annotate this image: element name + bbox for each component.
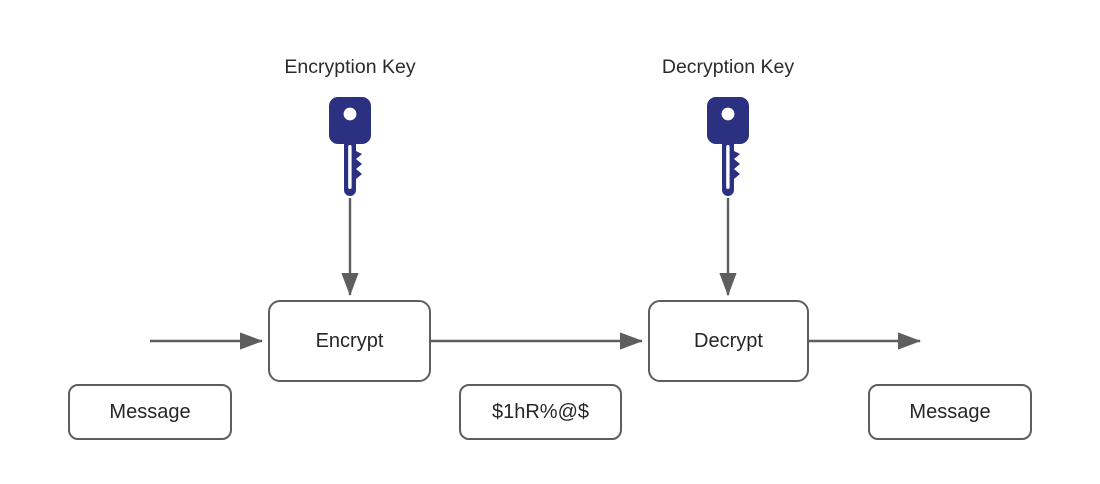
node-encrypt[interactable]: Encrypt: [268, 300, 431, 382]
node-ciphertext[interactable]: $1hR%@$: [459, 384, 622, 440]
key-icon-encryption: [329, 97, 371, 196]
caption-encryption-key: Encryption Key: [284, 56, 416, 78]
node-message-input[interactable]: Message: [68, 384, 232, 440]
key-icon-decryption: [707, 97, 749, 196]
caption-decryption-key: Decryption Key: [661, 56, 795, 78]
node-decrypt[interactable]: Decrypt: [648, 300, 809, 382]
node-message-output[interactable]: Message: [868, 384, 1032, 440]
